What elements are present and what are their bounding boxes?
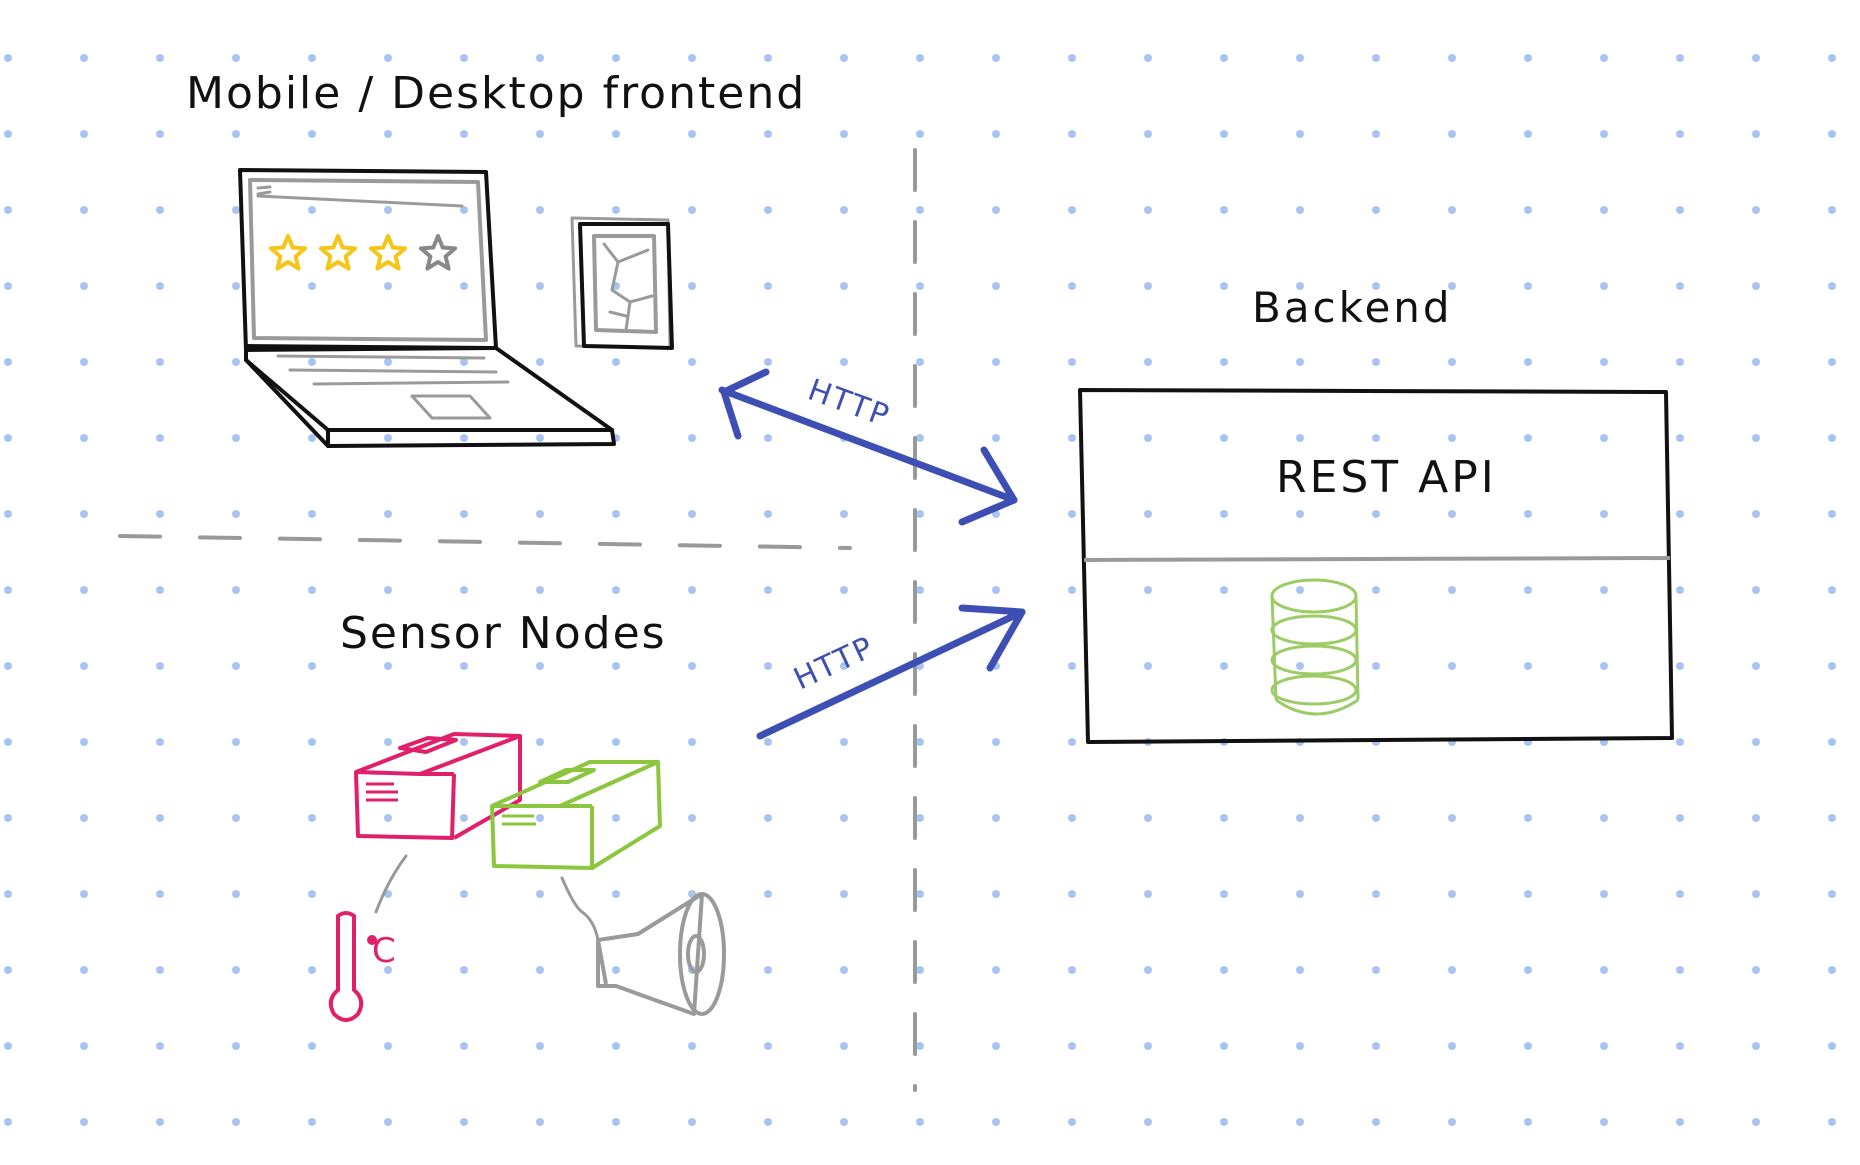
- backend-box: [1078, 388, 1674, 744]
- sensor-node-green: [490, 760, 662, 870]
- frontend-title: Mobile / Desktop frontend: [186, 68, 806, 119]
- backend-title: Backend: [1252, 283, 1453, 332]
- star-filled-icon: [318, 234, 358, 271]
- frontend-backend-arrow: [718, 386, 1018, 504]
- tablet-icon: [570, 216, 674, 350]
- rating-stars-icon: [268, 234, 458, 271]
- dividers: [118, 148, 917, 1092]
- megaphone-icon: [596, 892, 726, 1016]
- horizontal-divider: [118, 534, 852, 550]
- http-arrows: [718, 368, 1026, 740]
- arrowhead-backend-top: [958, 446, 1018, 526]
- rest-api-label: REST API: [1276, 452, 1497, 503]
- thermometer-icon: [328, 911, 377, 1022]
- star-filled-icon: [268, 234, 308, 271]
- star-empty-icon: [418, 234, 458, 271]
- laptop-icon: [238, 168, 616, 448]
- sensor-nodes-title: Sensor Nodes: [340, 608, 667, 659]
- database-icon: [1270, 578, 1360, 716]
- arrowhead-backend-bottom: [958, 604, 1026, 672]
- sensor-wires: [374, 854, 600, 942]
- sensor-node-pink: [354, 732, 522, 840]
- star-filled-icon: [368, 234, 408, 271]
- arrowhead-frontend: [720, 368, 770, 440]
- sensor-backend-arrow: [756, 608, 1026, 740]
- temperature-unit-label: C: [372, 931, 396, 971]
